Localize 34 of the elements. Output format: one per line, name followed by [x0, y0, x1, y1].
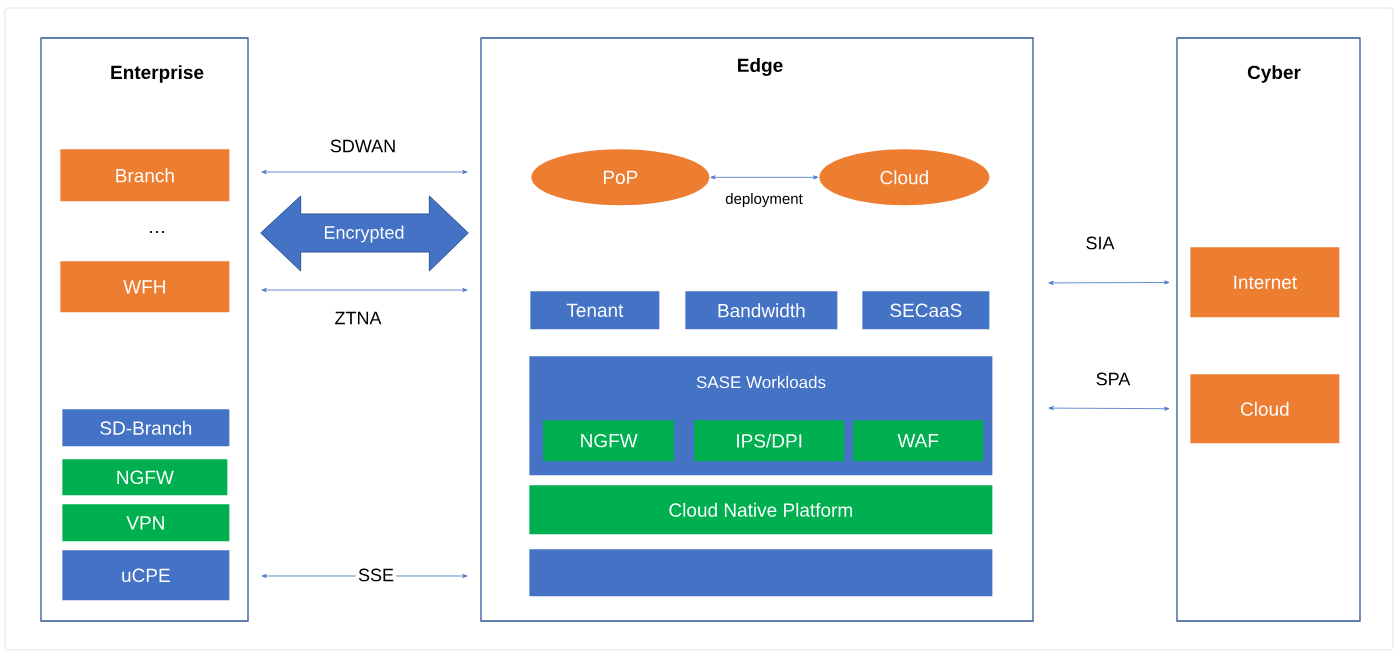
workload-box: IPS/DPI [694, 420, 845, 462]
destination-box: Internet [1190, 247, 1340, 318]
platform-bar: Cloud Native Platform [529, 485, 993, 535]
arrow [1048, 280, 1170, 285]
arrow [710, 175, 819, 180]
site-box: Branch [60, 149, 230, 202]
edge-label: SPA [1093, 370, 1133, 388]
destination-box: Cloud [1190, 374, 1340, 444]
edge-label: SDWAN [327, 137, 399, 155]
service-box: Bandwidth [685, 291, 838, 330]
service-box: SECaaS [862, 291, 990, 330]
service-box: Tenant [530, 291, 660, 330]
panel-heading: Enterprise [111, 65, 204, 83]
edge-label: ZTNA [332, 309, 384, 327]
arrow [261, 170, 468, 174]
empty-bar [529, 549, 993, 597]
block-arrow [260, 195, 469, 272]
ellipsis: … [150, 231, 164, 233]
edge-label: SIA [1083, 234, 1117, 252]
function-box: uCPE [62, 550, 230, 601]
workload-box: NGFW [543, 420, 675, 462]
panel-heading: Cyber [1247, 65, 1301, 83]
function-box: NGFW [62, 459, 228, 496]
site-box: WFH [60, 261, 230, 313]
function-box: SD-Branch [62, 409, 230, 447]
panel-heading: Edge [738, 58, 783, 76]
edge-label: Encrypted [324, 225, 404, 243]
workload-box: WAF [853, 420, 984, 462]
edge-label: deployment [723, 191, 805, 209]
arrow [261, 288, 468, 292]
edge-label: SSE [356, 566, 396, 584]
panel-heading: SASE Workloads [696, 375, 826, 389]
arrow [1048, 406, 1170, 411]
function-box: VPN [62, 504, 230, 542]
